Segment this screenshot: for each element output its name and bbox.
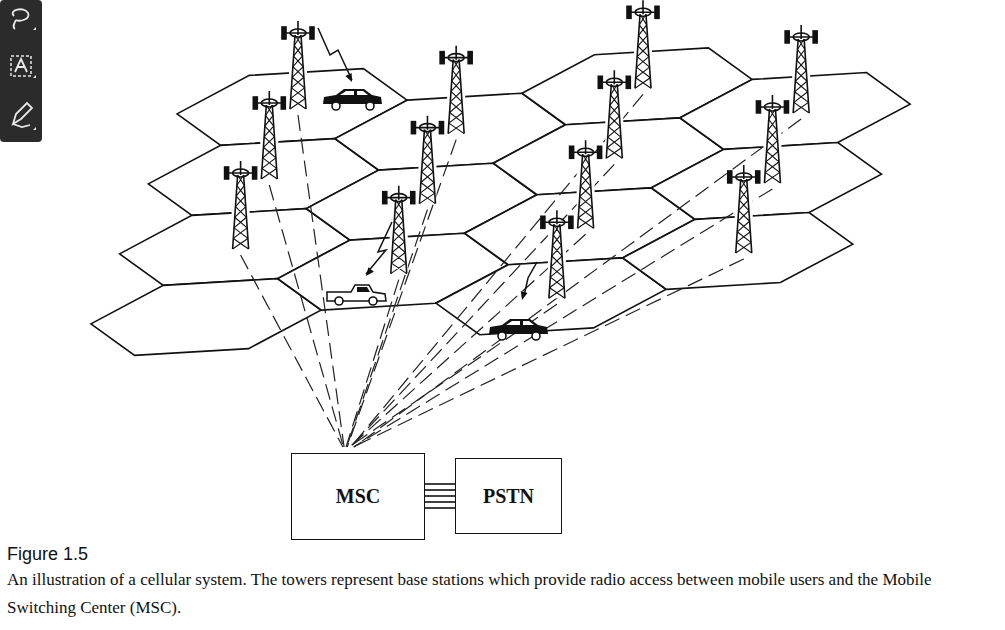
car <box>323 89 382 110</box>
tower-symbol <box>728 165 760 253</box>
backhaul-line <box>349 304 557 447</box>
car <box>489 319 548 340</box>
radio-bolt <box>318 28 352 80</box>
bolt-head <box>521 291 528 300</box>
toolbar <box>0 0 42 142</box>
backhaul-line <box>354 119 801 447</box>
mobile-users <box>323 89 548 340</box>
switch-box: MSC <box>291 453 425 540</box>
figure-number: Figure 1.5 <box>7 544 88 565</box>
tower-symbol <box>440 46 472 134</box>
bolt-head <box>366 267 374 276</box>
trunk-line <box>425 489 455 491</box>
tower-symbol <box>598 70 630 158</box>
tower-symbol <box>225 161 257 249</box>
radio-bolt <box>366 222 392 274</box>
box-label: MSC <box>336 485 380 508</box>
tower-symbol <box>570 140 602 228</box>
backhaul-links <box>241 94 802 447</box>
backhaul-line <box>347 210 428 447</box>
bolt-head <box>345 73 352 82</box>
trunk-line <box>425 495 455 497</box>
tower-symbol <box>383 186 415 274</box>
cell-grid <box>91 48 910 356</box>
figure-caption: An illustration of a cellular system. Th… <box>7 566 1000 622</box>
tower-symbol <box>541 210 573 298</box>
trunk-lines <box>425 484 455 508</box>
tower-symbol <box>282 21 314 109</box>
radio-links <box>318 28 537 300</box>
tower-symbol <box>785 25 817 113</box>
tower-symbol <box>627 0 659 88</box>
trunk-line <box>425 507 455 509</box>
backhaul-line <box>350 164 614 447</box>
base-stations <box>225 0 818 298</box>
backhaul-line <box>351 94 643 447</box>
backhaul-line <box>241 255 343 447</box>
tower-symbol <box>756 95 788 183</box>
tower-symbol <box>253 91 285 179</box>
tower-symbol <box>411 116 443 204</box>
trunk-line <box>425 501 455 503</box>
backhaul-line <box>354 189 773 447</box>
backhaul-line <box>269 185 343 447</box>
backhaul-line <box>298 115 344 447</box>
pickup-truck <box>327 285 386 305</box>
switch-box: PSTN <box>455 458 562 534</box>
trunk-line <box>425 483 455 485</box>
cell-hexagon <box>91 279 321 356</box>
radio-bolt <box>524 262 537 296</box>
box-label: PSTN <box>483 485 534 508</box>
